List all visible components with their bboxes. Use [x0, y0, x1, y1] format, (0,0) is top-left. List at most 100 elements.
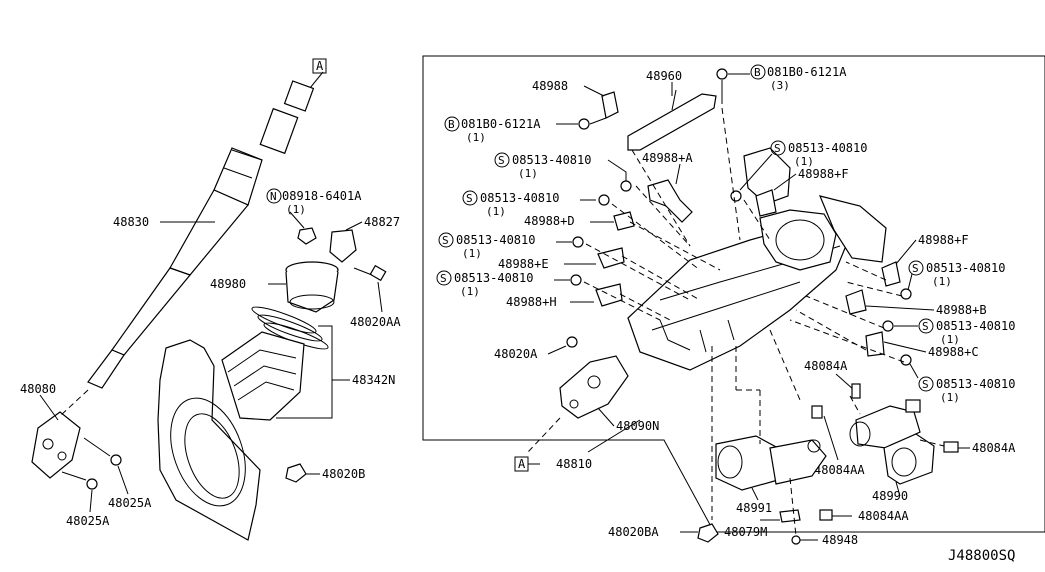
bracket-48079m — [779, 509, 801, 523]
label-48020a: 48020A — [494, 347, 538, 361]
bolt-48025a-a — [83, 437, 122, 466]
label-48988b: 48988+B — [936, 303, 987, 317]
shaft-48830 — [87, 71, 324, 389]
label-081b0-top: 081B0-6121A — [767, 65, 847, 79]
bracket-48988d — [613, 211, 635, 231]
screw-08513-2 — [598, 194, 610, 206]
svg-text:(1): (1) — [940, 333, 960, 346]
bracket-48988f-2 — [881, 261, 901, 287]
svg-text:(1): (1) — [286, 203, 306, 216]
label-08513-r2: 08513-40810 — [926, 261, 1005, 275]
svg-text:S: S — [442, 234, 449, 247]
label-48020aa: 48020AA — [350, 315, 401, 329]
bracket-48988 — [601, 91, 619, 119]
bracket-48988h — [595, 283, 623, 307]
label-48960: 48960 — [646, 69, 682, 83]
bolt-081b0-left — [578, 117, 607, 130]
label-08513-r1: 08513-40810 — [788, 141, 867, 155]
svg-text:S: S — [498, 154, 505, 167]
joint-48090n — [559, 355, 629, 419]
bolt-081b0-top — [716, 68, 728, 104]
label-081b0-left: 081B0-6121A — [461, 117, 541, 131]
label-08513-4: 08513-40810 — [454, 271, 533, 285]
screw-08513-4 — [570, 274, 582, 286]
bracket-48960 — [627, 93, 717, 151]
label-48084a-1: 48084A — [804, 359, 848, 373]
label-48025a-2: 48025A — [66, 514, 110, 528]
label-48991: 48991 — [736, 501, 772, 515]
bolt-48020a — [566, 336, 578, 348]
bracket-48988e — [597, 247, 625, 269]
svg-text:(1): (1) — [932, 275, 952, 288]
svg-text:B: B — [754, 66, 761, 79]
diagram-id: J48800SQ — [948, 548, 1015, 564]
label-08513-r3: 08513-40810 — [936, 319, 1015, 333]
label-48342n: 48342N — [352, 373, 395, 387]
bolt-symbol-icon-left — [444, 116, 460, 132]
screw-08513-r4 — [900, 354, 912, 366]
pin-48948 — [791, 535, 801, 545]
label-48020ba: 48020BA — [608, 525, 659, 539]
label-48079m: 48079M — [724, 525, 767, 539]
label-08513-1: 08513-40810 — [512, 153, 591, 167]
label-08513-r4: 08513-40810 — [936, 377, 1015, 391]
bracket-48988f-1 — [755, 189, 777, 217]
svg-text:(1): (1) — [462, 247, 482, 260]
svg-text:S: S — [912, 262, 919, 275]
svg-text:S: S — [466, 192, 473, 205]
svg-text:S: S — [922, 320, 929, 333]
label-48990: 48990 — [872, 489, 908, 503]
bolt-48025a-b — [61, 471, 98, 490]
screw-08513-r1 — [730, 190, 742, 202]
screw-08513-r3 — [882, 320, 894, 332]
svg-text:(1): (1) — [794, 155, 814, 168]
nut-symbol-icon — [266, 188, 282, 204]
nut-48020ba — [697, 523, 719, 543]
label-08513-2: 08513-40810 — [480, 191, 559, 205]
label-48020b: 48020B — [322, 467, 365, 481]
label-48988f-2: 48988+F — [918, 233, 969, 247]
label-48988c: 48988+C — [928, 345, 979, 359]
svg-text:S: S — [774, 142, 781, 155]
svg-text:(1): (1) — [940, 391, 960, 404]
assembly-guide-lines — [583, 107, 945, 537]
label-48980: 48980 — [210, 277, 246, 291]
bracket-48988a — [647, 179, 693, 223]
svg-text:S: S — [440, 272, 447, 285]
label-08918: 08918-6401A — [282, 189, 362, 203]
label-48948: 48948 — [822, 533, 858, 547]
bolt-48020aa — [353, 264, 387, 282]
label-48988f-1: 48988+F — [798, 167, 849, 181]
bracket-48988b — [845, 289, 867, 315]
svg-text:B: B — [448, 118, 455, 131]
ref-marker-a-top: A — [316, 59, 324, 73]
motor-48990 — [849, 399, 935, 485]
label-48080: 48080 — [20, 382, 56, 396]
label-48988e: 48988+E — [498, 257, 549, 271]
label-48988: 48988 — [532, 79, 568, 93]
svg-text:(1): (1) — [486, 205, 506, 218]
bracket-48988c — [865, 331, 885, 357]
svg-text:S: S — [922, 378, 929, 391]
bolt-48084a-2 — [943, 441, 959, 453]
bolt-48084aa-2 — [819, 509, 833, 521]
ref-marker-a-bottom: A — [518, 457, 526, 471]
label-48025a-1: 48025A — [108, 496, 152, 510]
svg-text:N: N — [270, 190, 277, 203]
screw-08513-r2 — [900, 288, 912, 300]
bolt-symbol-icon-top — [750, 64, 766, 80]
label-48988d: 48988+D — [524, 214, 575, 228]
svg-text:(3): (3) — [770, 79, 790, 92]
bolt-48084aa-1 — [811, 405, 823, 419]
boot-48980 — [285, 261, 339, 313]
motor-48991 — [715, 435, 827, 491]
label-48827: 48827 — [364, 215, 400, 229]
label-48830: 48830 — [113, 215, 149, 229]
label-48084a-2: 48084A — [972, 441, 1016, 455]
label-48988h: 48988+H — [506, 295, 557, 309]
bracket-48827 — [329, 229, 357, 263]
label-48084aa-2: 48084AA — [858, 509, 909, 523]
screw-08513-3 — [572, 236, 584, 248]
nut-48020b — [285, 463, 307, 483]
